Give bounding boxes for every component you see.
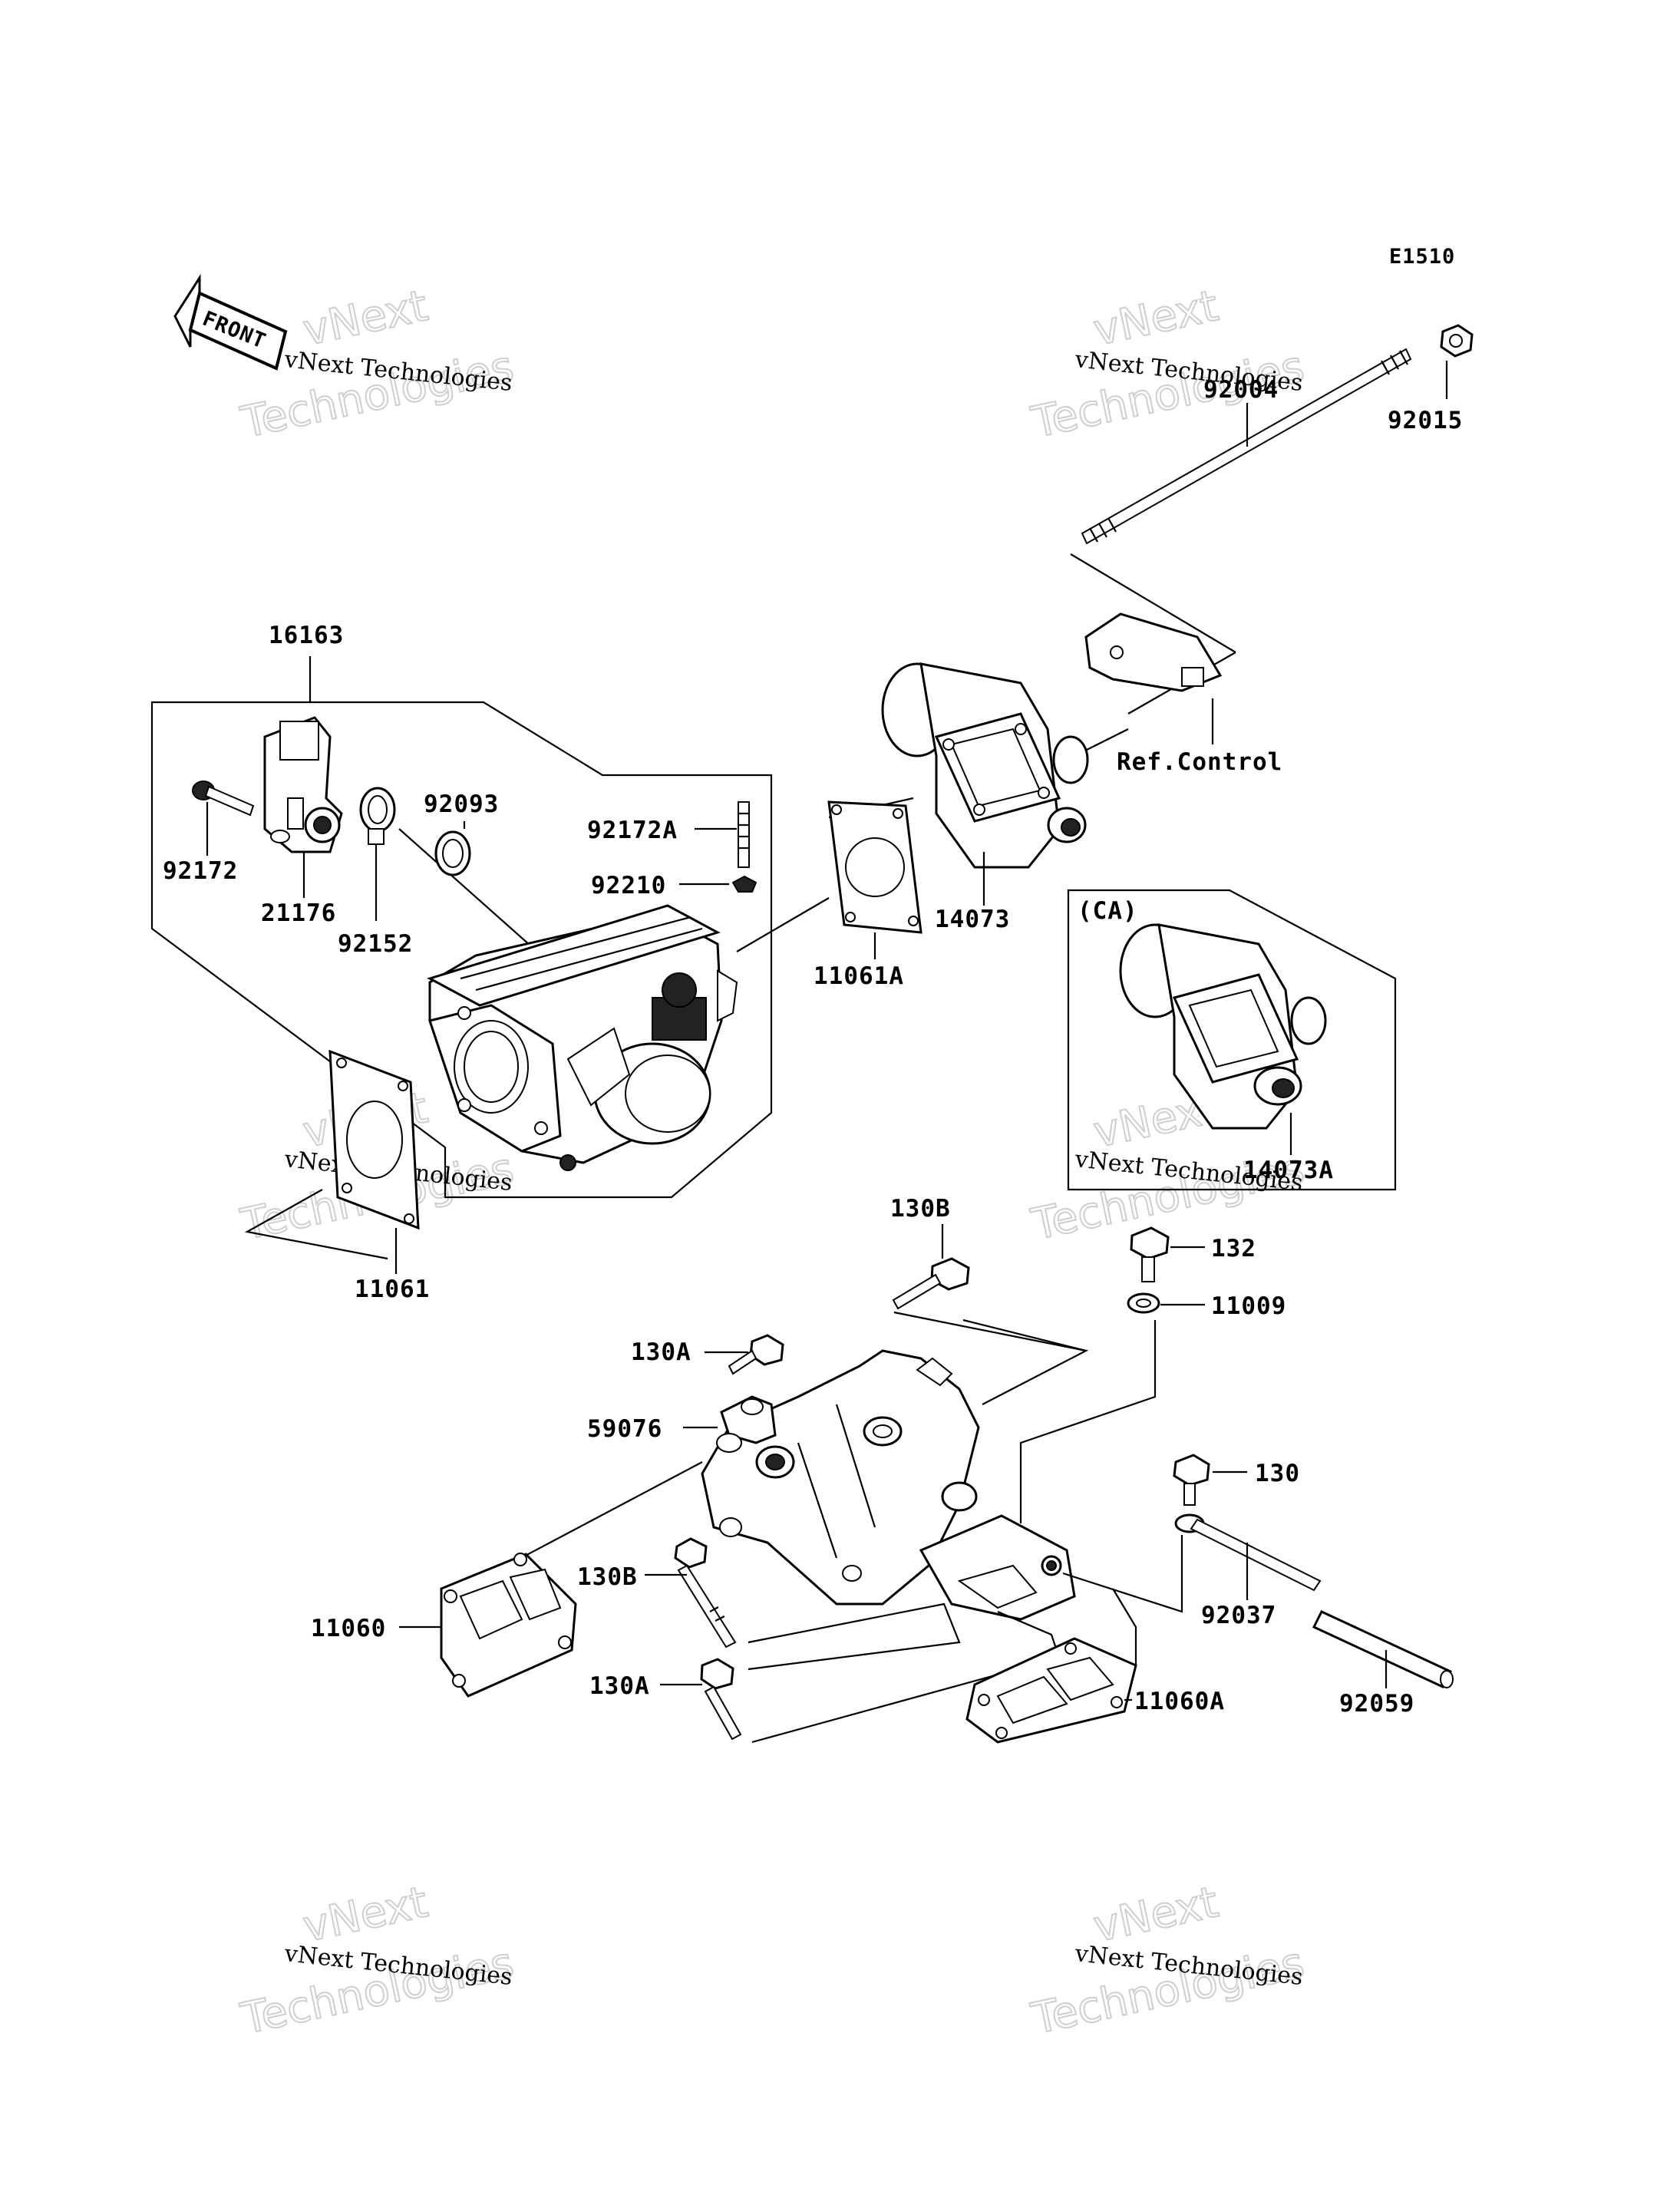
- guide-line: [1070, 553, 1236, 653]
- watermark-top-right: vNext Technologies vNext Technologies: [1026, 280, 1309, 449]
- clip-92152-icon: [359, 787, 396, 845]
- label-92015: 92015: [1388, 407, 1463, 434]
- label-130B-bottom: 130B: [577, 1563, 638, 1591]
- label-11060A: 11060A: [1134, 1688, 1225, 1715]
- label-59076: 59076: [587, 1415, 662, 1443]
- watermark-bottom-left: vNext Technologies vNext Technologies: [236, 1876, 518, 2045]
- label-11009: 11009: [1211, 1292, 1286, 1320]
- front-arrow-icon: FRONT: [173, 273, 288, 371]
- label-130A-bottom: 130A: [589, 1672, 650, 1700]
- guide-line: [1112, 1588, 1137, 1665]
- guide-line: [244, 1189, 388, 1260]
- svg-text:vNext: vNext: [299, 1877, 432, 1952]
- bolt-130A-top-icon: [728, 1334, 784, 1375]
- label-14073A: 14073A: [1243, 1157, 1334, 1184]
- label-11060: 11060: [311, 1615, 386, 1642]
- label-92004: 92004: [1203, 376, 1279, 404]
- label-92152: 92152: [338, 930, 413, 958]
- gasket-11060-icon: [440, 1553, 577, 1698]
- gasket-11061-icon: [328, 1049, 420, 1230]
- label-92059: 92059: [1339, 1690, 1414, 1718]
- gasket-11061A-icon: [827, 800, 923, 934]
- guide-line: [506, 1461, 703, 1566]
- bolt-130B-bottom-icon: [674, 1537, 737, 1648]
- throttle-body-icon: [427, 904, 738, 1171]
- label-132: 132: [1211, 1235, 1256, 1262]
- svg-text:vNext: vNext: [299, 281, 432, 356]
- throttle-assembly-frame: [150, 701, 773, 1199]
- label-130A-top: 130A: [631, 1338, 691, 1366]
- watermark-top-left: vNext Technologies vNext Technologies: [236, 280, 518, 449]
- guide-line: [1062, 1535, 1183, 1613]
- guide-line: [398, 828, 538, 952]
- guide-line: [962, 1318, 1087, 1352]
- ca-variant-frame: [1067, 889, 1397, 1191]
- gasket-11060A-icon: [965, 1637, 1137, 1744]
- svg-text:vNext: vNext: [1089, 281, 1223, 356]
- label-130: 130: [1255, 1460, 1300, 1487]
- label-11061A: 11061A: [814, 962, 904, 990]
- guide-line: [736, 897, 830, 952]
- washer-11009-icon: [1127, 1292, 1160, 1314]
- throttle-sensor-21176-icon: [263, 716, 343, 853]
- bolt-130B-top-icon: [892, 1257, 970, 1310]
- screw-92172-icon: [192, 781, 255, 817]
- bolt-130A-bottom-icon: [700, 1658, 742, 1741]
- hose-92059-icon: [1312, 1610, 1454, 1688]
- guide-line: [748, 1602, 961, 1671]
- label-16163: 16163: [269, 622, 344, 649]
- label-92172A: 92172A: [587, 817, 678, 844]
- label-130B-top: 130B: [890, 1195, 951, 1223]
- label-21176: 21176: [261, 899, 336, 927]
- label-14073: 14073: [935, 906, 1010, 933]
- housing-14073A-icon: [1119, 923, 1327, 1130]
- label-ref-control: Ref.Control: [1117, 748, 1282, 776]
- housing-14073-icon: [881, 662, 1089, 869]
- label-92037: 92037: [1201, 1602, 1276, 1629]
- control-bracket-icon: [1084, 612, 1223, 692]
- intake-manifold-59076-icon: [701, 1349, 1076, 1621]
- label-ca: (CA): [1078, 897, 1138, 925]
- diagram-code: E1510: [1389, 245, 1455, 269]
- label-92093: 92093: [424, 790, 499, 818]
- guide-line: [1019, 1320, 1157, 1523]
- bolt-132-icon: [1130, 1226, 1170, 1282]
- nut-92015-icon: [1440, 324, 1474, 358]
- svg-text:vNext: vNext: [1089, 1877, 1223, 1952]
- washer-92210-icon: [731, 875, 757, 893]
- watermark-bottom-right: vNext Technologies vNext Technologies: [1026, 1876, 1309, 2045]
- o-ring-92093-icon: [434, 830, 471, 876]
- label-92172: 92172: [163, 857, 238, 885]
- spring-92172A-icon: [738, 801, 750, 868]
- label-92210: 92210: [591, 872, 666, 899]
- bolt-130-icon: [1173, 1454, 1210, 1506]
- strap-92037-icon: [1174, 1513, 1322, 1592]
- label-11061: 11061: [355, 1276, 430, 1303]
